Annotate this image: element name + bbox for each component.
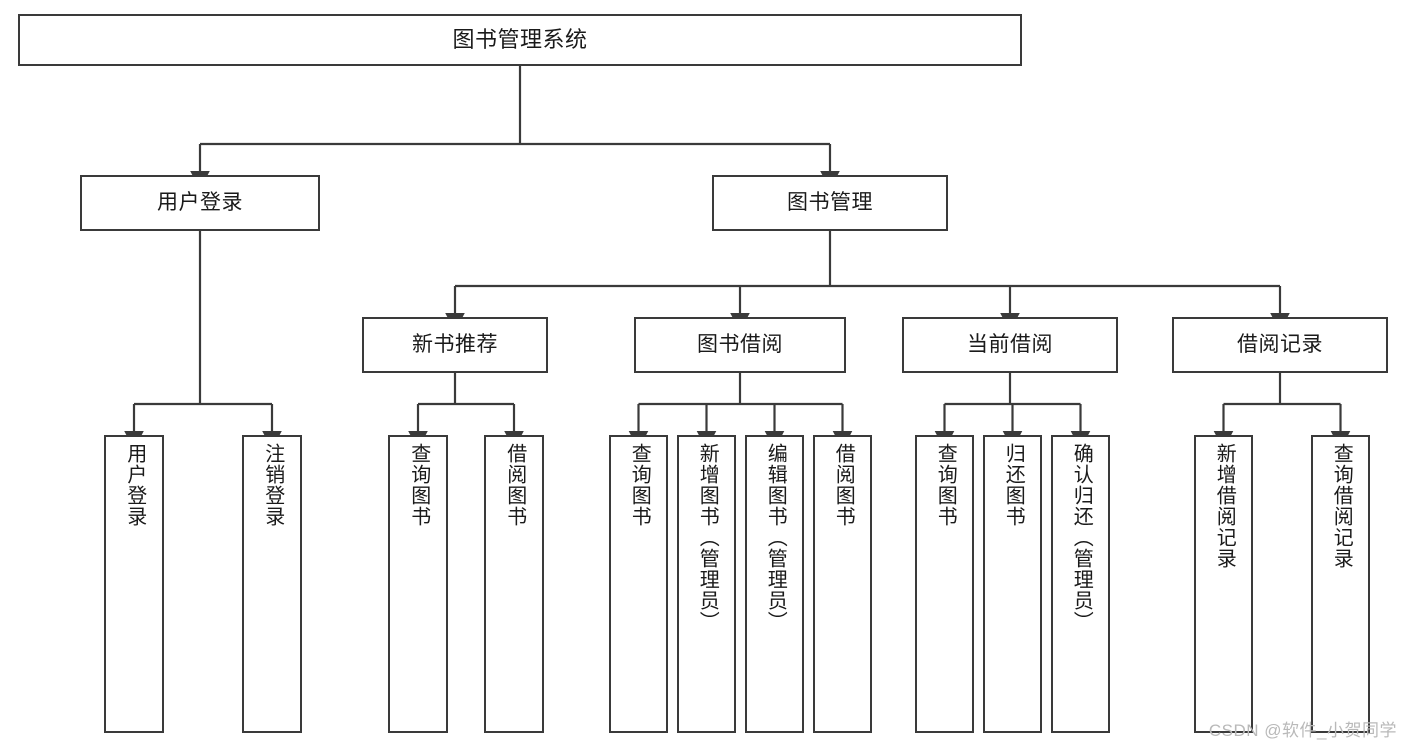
- node-label: 当前借阅: [967, 332, 1053, 356]
- node-newbook[interactable]: 新书推荐: [362, 317, 548, 373]
- node-label: 注销登录: [261, 443, 284, 527]
- node-records[interactable]: 借阅记录: [1172, 317, 1388, 373]
- node-label: 用户登录: [157, 190, 243, 214]
- node-l-login[interactable]: 用户登录: [104, 435, 164, 733]
- node-label: 用户登录: [123, 443, 146, 527]
- node-label: 查询借阅记录: [1330, 443, 1353, 569]
- node-l-queryrec[interactable]: 查询借阅记录: [1311, 435, 1370, 733]
- node-label: 查询图书: [628, 443, 651, 527]
- node-l-query1[interactable]: 查询图书: [388, 435, 448, 733]
- node-l-return[interactable]: 归还图书: [983, 435, 1042, 733]
- node-label: 图书管理: [787, 190, 873, 214]
- node-label: 归还图书: [1002, 443, 1025, 527]
- node-l-edit[interactable]: 编辑图书（管理员）: [745, 435, 804, 733]
- node-l-borrow2[interactable]: 借阅图书: [813, 435, 872, 733]
- node-l-add[interactable]: 新增图书（管理员）: [677, 435, 736, 733]
- node-label: 编辑图书（管理员）: [764, 443, 787, 632]
- node-label: 查询图书: [934, 443, 957, 527]
- node-l-query3[interactable]: 查询图书: [915, 435, 974, 733]
- node-current[interactable]: 当前借阅: [902, 317, 1118, 373]
- node-l-addrec[interactable]: 新增借阅记录: [1194, 435, 1253, 733]
- node-label: 图书借阅: [697, 332, 783, 356]
- node-l-query2[interactable]: 查询图书: [609, 435, 668, 733]
- node-label: 查询图书: [407, 443, 430, 527]
- node-l-confirm[interactable]: 确认归还（管理员）: [1051, 435, 1110, 733]
- edge-group: [124, 66, 1351, 450]
- node-label: 图书管理系统: [452, 27, 588, 53]
- node-bookmgmt[interactable]: 图书管理: [712, 175, 948, 231]
- node-label: 新书推荐: [412, 332, 498, 356]
- node-label: 借阅记录: [1237, 332, 1323, 356]
- node-borrow[interactable]: 图书借阅: [634, 317, 846, 373]
- node-label: 确认归还（管理员）: [1070, 443, 1093, 632]
- node-l-borrow1[interactable]: 借阅图书: [484, 435, 544, 733]
- node-label: 新增图书（管理员）: [696, 443, 719, 632]
- node-label: 新增借阅记录: [1213, 443, 1236, 569]
- node-login[interactable]: 用户登录: [80, 175, 320, 231]
- node-label: 借阅图书: [832, 443, 855, 527]
- node-l-logout[interactable]: 注销登录: [242, 435, 302, 733]
- node-root[interactable]: 图书管理系统: [18, 14, 1022, 66]
- watermark: CSDN @软件_小贺同学: [1208, 721, 1397, 740]
- node-label: 借阅图书: [503, 443, 526, 527]
